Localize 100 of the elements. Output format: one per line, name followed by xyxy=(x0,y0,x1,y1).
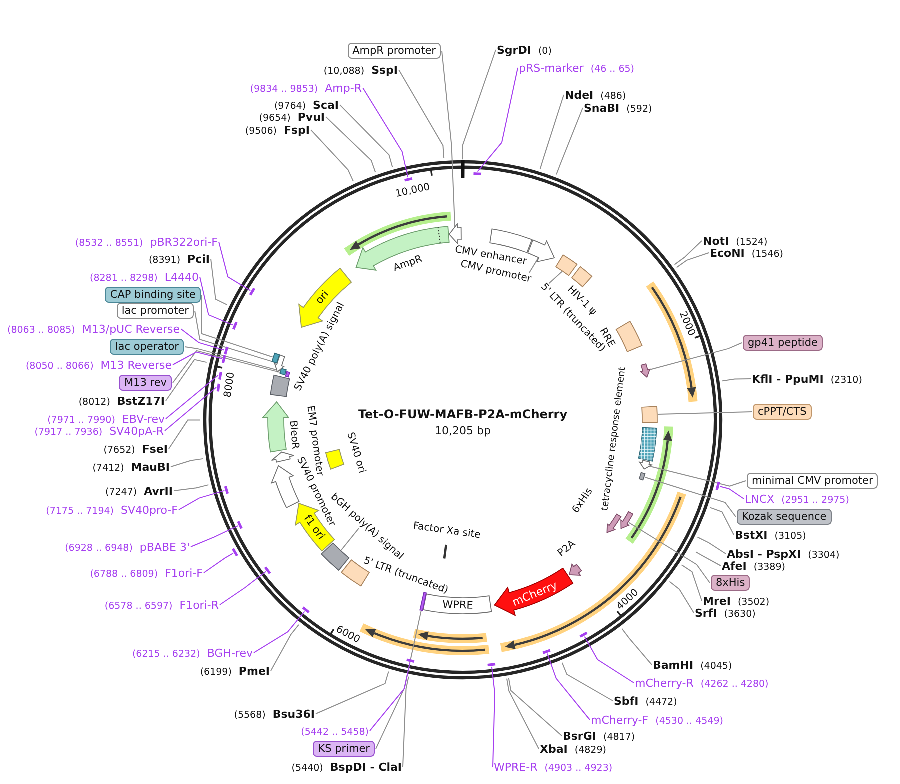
leader-line xyxy=(310,130,354,182)
enzyme-site-label: (7247) AvrII xyxy=(106,483,173,499)
feature-tag: KS primer xyxy=(313,741,375,757)
leader-line xyxy=(164,387,218,432)
leader-line xyxy=(442,50,456,228)
primer-site-mark xyxy=(223,485,231,496)
enzyme-site-label: (10,088) SspI xyxy=(324,62,398,78)
primer-site-mark xyxy=(486,662,497,668)
enzyme-site-label: SgrDI (0) xyxy=(497,42,552,58)
feature-name: P2A xyxy=(556,538,578,560)
primer-label: LNCX (2951 .. 2975) xyxy=(745,491,850,507)
leader-line xyxy=(190,526,239,548)
directional-feature xyxy=(606,513,623,534)
leader-line xyxy=(174,484,210,492)
leader-line xyxy=(676,252,710,268)
enzyme-site-label: (9506) FspI xyxy=(245,122,310,138)
enzyme-site-label: KflI - PpuMI (2310) xyxy=(752,371,862,387)
leader-line xyxy=(166,375,219,420)
primer-site-mark xyxy=(217,370,224,381)
feature-segment xyxy=(324,448,346,471)
directional-feature xyxy=(568,563,583,577)
feature-name: ori xyxy=(314,289,332,307)
enzyme-site-label: (5568) Bsu36I xyxy=(234,706,315,722)
leader-line xyxy=(720,486,744,500)
feature-tag: Kozak sequence xyxy=(737,509,832,525)
enzyme-site-label: (8012) BstZ17I xyxy=(78,393,165,409)
leader-line xyxy=(710,507,734,536)
feature-segment xyxy=(271,352,281,365)
leader-line xyxy=(200,276,234,326)
feature-tag: CAP binding site xyxy=(105,287,201,303)
feature-segment xyxy=(279,367,288,376)
leader-line xyxy=(562,662,614,702)
directional-feature xyxy=(298,267,353,329)
leader-line xyxy=(326,116,376,173)
leader-line xyxy=(697,536,726,554)
leader-line xyxy=(644,476,736,518)
primer-label: (5442 .. 5458) xyxy=(301,723,369,739)
primer-site-mark xyxy=(215,382,222,393)
feature-segment xyxy=(320,542,351,572)
primer-site-mark xyxy=(248,286,257,297)
primer-label: (9834 .. 9853) Amp-R xyxy=(250,80,362,96)
feature-name: AmpR xyxy=(392,253,424,274)
leader-line xyxy=(178,490,226,510)
leader-line xyxy=(628,522,710,584)
leader-line xyxy=(548,271,563,284)
primer-site-mark xyxy=(231,320,239,332)
primer-site-mark xyxy=(236,520,244,531)
leader-line xyxy=(546,653,590,720)
leader-line xyxy=(362,88,409,178)
leader-line xyxy=(506,678,540,750)
leader-line xyxy=(402,676,410,768)
leader-line xyxy=(622,628,652,666)
primer-label: pRS-marker (46 .. 65) xyxy=(519,60,634,76)
feature-tag: gp41 peptide xyxy=(743,335,823,351)
leader-line xyxy=(168,420,201,450)
enzyme-site-label: (8391) PciI xyxy=(148,251,210,267)
leader-line xyxy=(398,70,445,159)
leader-line xyxy=(180,328,225,351)
primer-label: (7175 .. 7194) SV40pro-F xyxy=(46,502,178,518)
primer-site-mark xyxy=(301,605,311,615)
leader-line xyxy=(170,458,204,468)
enzyme-site-label: (7412) MauBI xyxy=(92,459,170,475)
leader-line xyxy=(218,242,252,292)
enzyme-site-label: BstXI (3105) xyxy=(735,527,806,543)
leader-line xyxy=(210,258,228,306)
feature-tag: cPPT/CTS xyxy=(753,404,812,420)
coordinate-label: 8000 xyxy=(222,372,237,399)
primer-label: WPRE-R (4903 .. 4923) xyxy=(494,759,613,775)
leader-line xyxy=(477,68,518,172)
leader-line xyxy=(491,666,496,768)
primer-label: (6928 .. 6948) pBABE 3' xyxy=(65,539,190,555)
leader-line xyxy=(370,662,411,732)
leader-line xyxy=(270,624,300,672)
plasmid-length: 10,205 bp xyxy=(435,426,491,436)
primer-site-mark xyxy=(541,648,552,656)
primer-label: (8532 .. 8551) pBR322ori-F xyxy=(75,234,218,250)
feature-name: tetracycline response element xyxy=(600,366,628,511)
primer-label: (6215 .. 6232) BGH-rev xyxy=(132,645,253,661)
primer-site-mark xyxy=(472,171,483,177)
leader-line xyxy=(681,564,702,602)
leader-line xyxy=(696,552,722,566)
leader-line xyxy=(462,50,496,160)
enzyme-site-label: BsrGI (4817) xyxy=(563,728,636,744)
feature-name: SV40 ori xyxy=(344,431,368,474)
directional-feature xyxy=(270,451,296,464)
primer-site-mark xyxy=(403,176,414,183)
enzyme-site-label: (5440) BspDI - ClaI xyxy=(292,759,402,775)
feature-tag: lac operator xyxy=(110,339,184,355)
feature-segment xyxy=(641,405,659,424)
directional-feature xyxy=(638,459,653,471)
coordinate-label: 2000 xyxy=(677,310,698,338)
leader-line xyxy=(529,258,539,274)
directional-feature xyxy=(639,363,652,379)
primer-site-mark xyxy=(231,547,240,558)
enzyme-site-label: (6199) PmeI xyxy=(200,663,270,679)
directional-feature xyxy=(448,223,463,246)
directional-feature xyxy=(273,354,286,374)
leader-line xyxy=(166,359,208,402)
plasmid-name: Tet-O-FUW-MAFB-P2A-mCherry xyxy=(358,410,568,420)
feature-name: BleoR xyxy=(286,420,300,450)
